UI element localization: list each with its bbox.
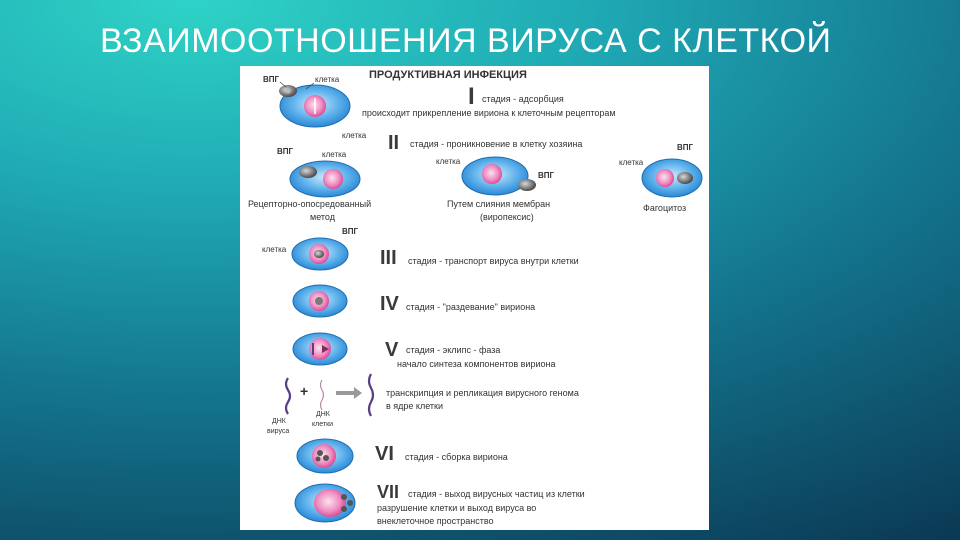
label-dna-cell-2: клетки <box>312 421 333 428</box>
label-dna-virus-2: вируса <box>267 428 289 435</box>
method-receptor-1: Рецепторно-опосредованный <box>248 199 371 209</box>
transcription-line-2: в ядре клетки <box>386 401 443 411</box>
productive-infection-diagram: ПРОДУКТИВНАЯ ИНФЕКЦИЯ ВПГ клетка I стади… <box>248 69 703 526</box>
label-vpg-2c: ВПГ <box>677 143 694 152</box>
stage-3-cell <box>291 237 349 271</box>
label-cell: клетка <box>315 75 340 84</box>
label-vpg-2b: ВПГ <box>538 171 555 180</box>
method-receptor-2: метод <box>310 212 336 222</box>
slide-title: ВЗАИМООТНОШЕНИЯ ВИРУСА С КЛЕТКОЙ <box>100 22 832 60</box>
label-cell-2a: клетка <box>342 131 367 140</box>
plus-sign: + <box>300 383 308 399</box>
method-fusion-2: (виропексис) <box>480 212 534 222</box>
dna-cell-icon <box>319 379 325 411</box>
stage-7-desc-2: внеклеточное пространство <box>377 516 494 526</box>
arrow-icon <box>336 387 362 399</box>
stage-2-roman: II <box>388 132 399 154</box>
stage-7-cell <box>294 483 356 523</box>
stage-4-cell <box>292 284 348 318</box>
stage-6-cell <box>296 438 354 474</box>
label-vpg-3: ВПГ <box>342 227 359 236</box>
stage-1-desc: происходит прикрепление вириона к клеточ… <box>362 108 616 118</box>
label-cell-2b: клетка <box>322 150 347 159</box>
stage-7-desc-1: разрушение клетки и выход вируса во <box>377 503 536 513</box>
diagram-heading: ПРОДУКТИВНАЯ ИНФЕКЦИЯ <box>369 69 527 81</box>
stage-4-roman: IV <box>380 293 400 315</box>
label-cell-2d: клетка <box>619 158 644 167</box>
label-dna-virus-1: ДНК <box>272 418 287 425</box>
stage-1-cell <box>279 84 351 128</box>
label-dna-cell-1: ДНК <box>316 411 331 418</box>
stage-2-cell-receptor <box>289 160 361 198</box>
dna-virus-icon <box>284 377 292 415</box>
stage-5-text: стадия - эклипс - фаза <box>406 345 500 355</box>
label-vpg-2a: ВПГ <box>277 147 294 156</box>
stage-7-roman: VII <box>377 482 399 502</box>
stage-6-text: стадия - сборка вириона <box>405 452 508 462</box>
label-vpg: ВПГ <box>263 75 280 84</box>
stage-2-cell-phagocytosis <box>641 158 703 198</box>
stage-2-cell-fusion <box>461 156 536 196</box>
stage-5-desc: начало синтеза компонентов вириона <box>397 359 555 369</box>
method-phago: Фагоцитоз <box>643 203 686 213</box>
stage-2-text: стадия - проникновение в клетку хозяина <box>410 139 582 149</box>
stage-7-text: стадия - выход вирусных частиц из клетки <box>408 489 585 499</box>
transcription-line-1: транскрипция и репликация вирусного гено… <box>386 388 579 398</box>
stage-4-text: стадия - "раздевание" вириона <box>406 302 535 312</box>
label-cell-3: клетка <box>262 245 287 254</box>
stage-1-roman: I <box>468 83 475 110</box>
stage-1-text: стадия - адсорбция <box>482 94 564 104</box>
dna-result-icon <box>367 373 375 417</box>
method-fusion-1: Путем слияния мембран <box>447 199 550 209</box>
stage-3-text: стадия - транспорт вируса внутри клетки <box>408 256 579 266</box>
diagram-panel: ПРОДУКТИВНАЯ ИНФЕКЦИЯ ВПГ клетка I стади… <box>240 66 709 530</box>
stage-3-roman: III <box>380 247 397 269</box>
virus-icon <box>279 85 297 97</box>
stage-5-cell <box>292 332 348 366</box>
stage-6-roman: VI <box>375 443 394 465</box>
label-cell-2c: клетка <box>436 157 461 166</box>
stage-5-roman: V <box>385 339 399 361</box>
